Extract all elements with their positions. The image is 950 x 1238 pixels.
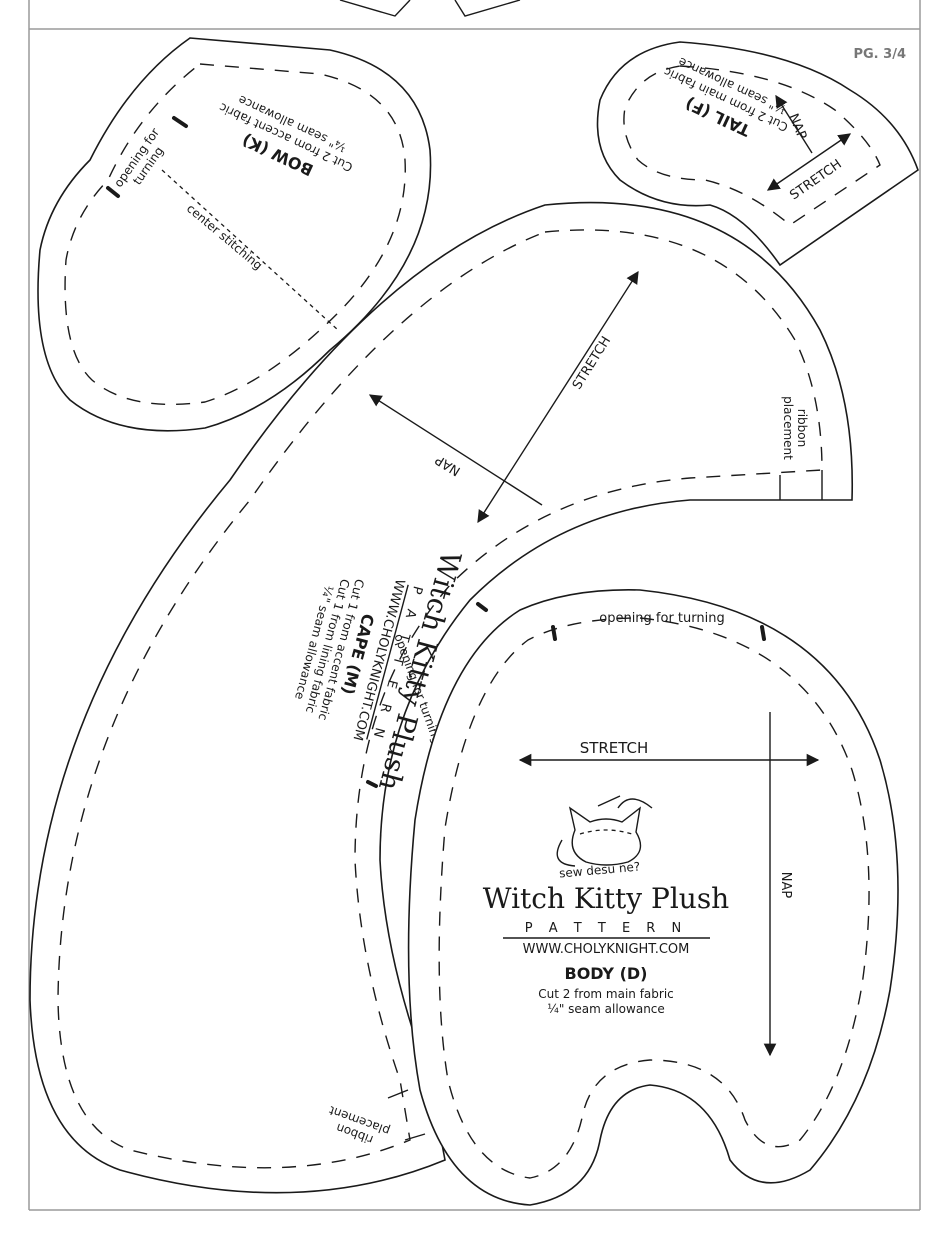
body-website: WWW.CHOLYKNIGHT.COM xyxy=(523,942,690,957)
page-number: PG. 3/4 xyxy=(853,47,906,62)
bow-piece: BOW (K) Cut 2 from accent fabric ¼" seam… xyxy=(37,37,432,432)
body-stretch-label: STRETCH xyxy=(580,739,649,757)
body-title: BODY (D) xyxy=(565,964,648,983)
cape-ribbon-top-line1: ribbon xyxy=(795,409,809,447)
body-nap-label: NAP xyxy=(778,872,793,899)
body-brand-sub: P A T T E R N xyxy=(525,921,687,936)
body-opening-label: opening for turning xyxy=(599,611,724,626)
body-cut: Cut 2 from main fabric xyxy=(538,987,674,1001)
tail-piece: TAIL (F) Cut 2 from main fabric ¼" seam … xyxy=(596,41,919,267)
page-frame xyxy=(28,0,921,1211)
cape-ribbon-top-line2: placement xyxy=(781,396,795,460)
cape-ribbon-top: ribbon placement xyxy=(781,396,809,460)
body-seam: ¼" seam allowance xyxy=(547,1002,665,1016)
body-brand: Witch Kitty Plush xyxy=(483,882,729,915)
body-piece: opening for turning STRETCH NAP sew desu… xyxy=(407,589,899,1206)
